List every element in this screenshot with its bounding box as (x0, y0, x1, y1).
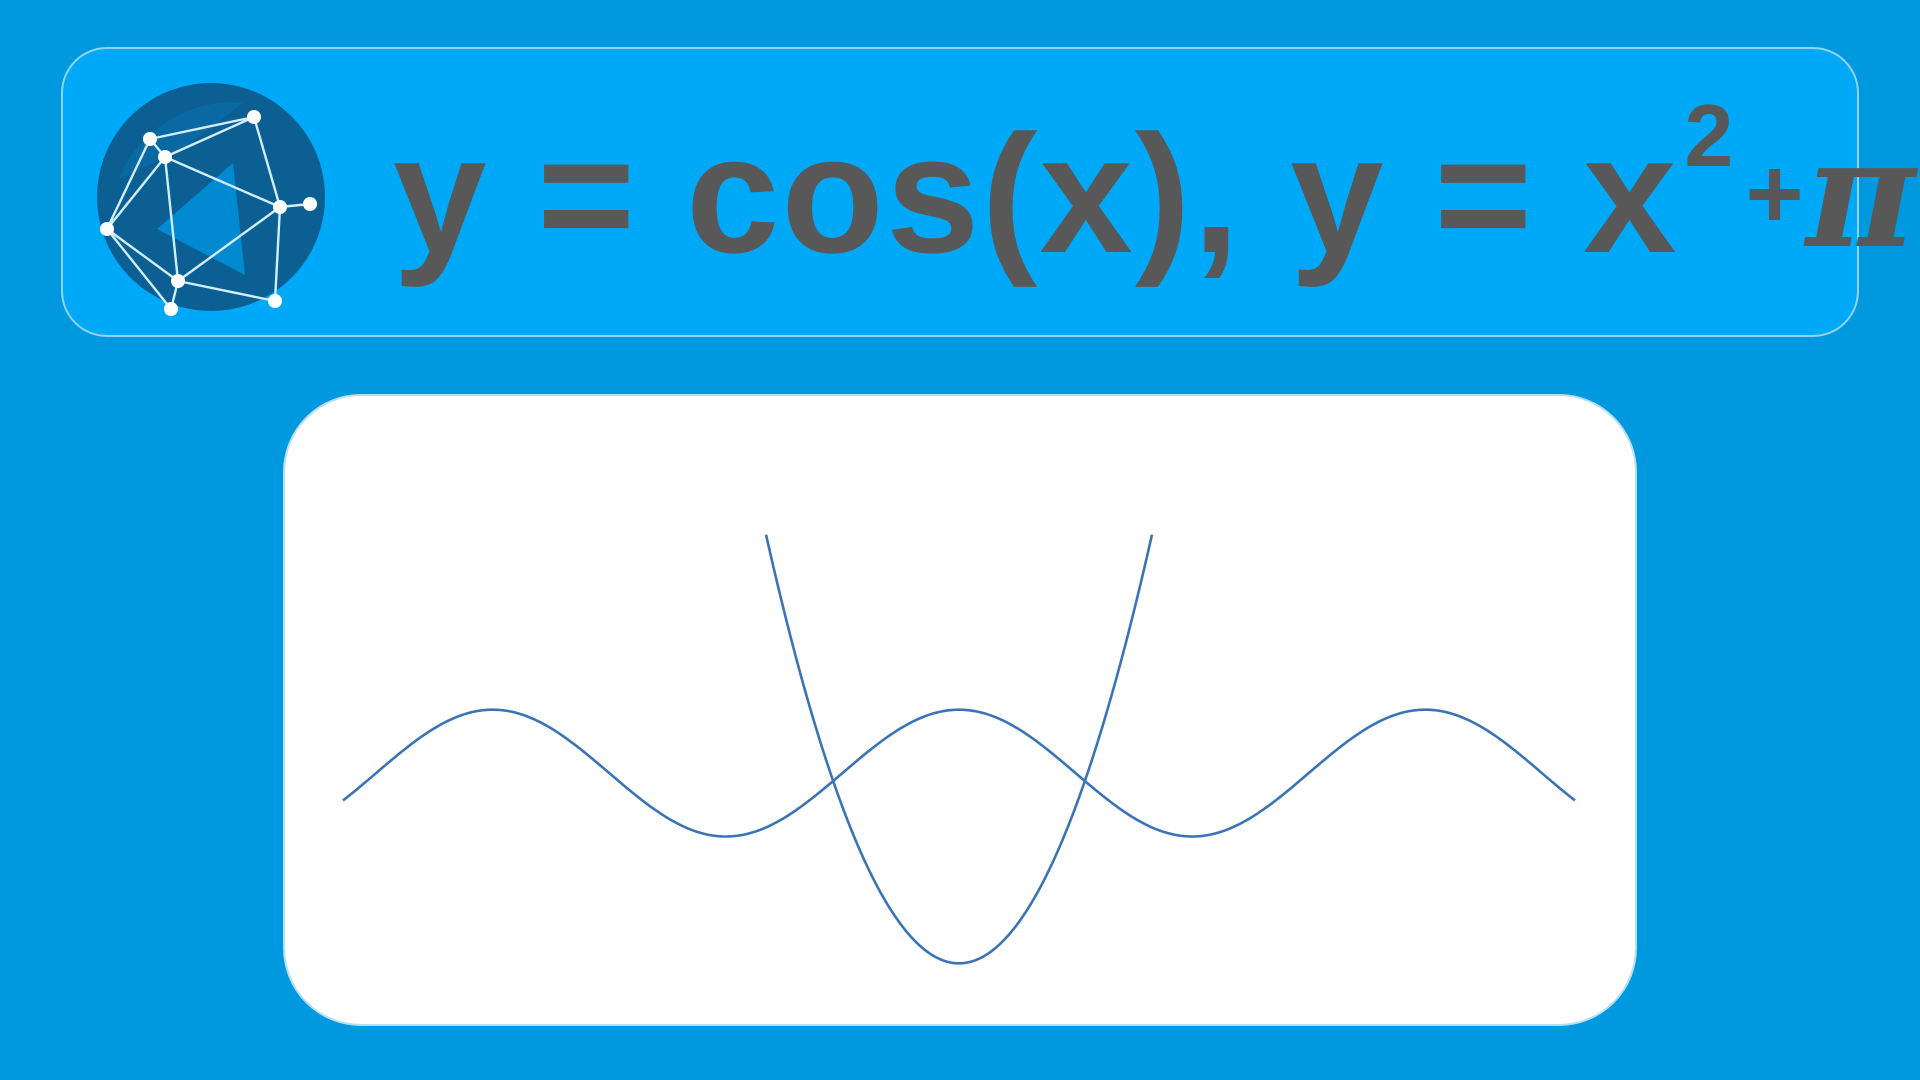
logo-network-lines (105, 115, 311, 310)
polyhedron-network-icon (97, 83, 325, 316)
formula-exponent: 2 (1684, 86, 1736, 185)
formula-main-text: y = cos(x), y = x (393, 99, 1679, 288)
logo-facet (119, 102, 243, 179)
series-line-cosine (342, 708, 1576, 838)
plot-card (283, 394, 1637, 1026)
function-plot (342, 534, 1576, 965)
series-line-parabola (764, 534, 1154, 965)
formula-plus: + (1745, 137, 1806, 250)
formula-pi: π (1805, 106, 1918, 282)
logo-network-nodes (100, 110, 317, 316)
